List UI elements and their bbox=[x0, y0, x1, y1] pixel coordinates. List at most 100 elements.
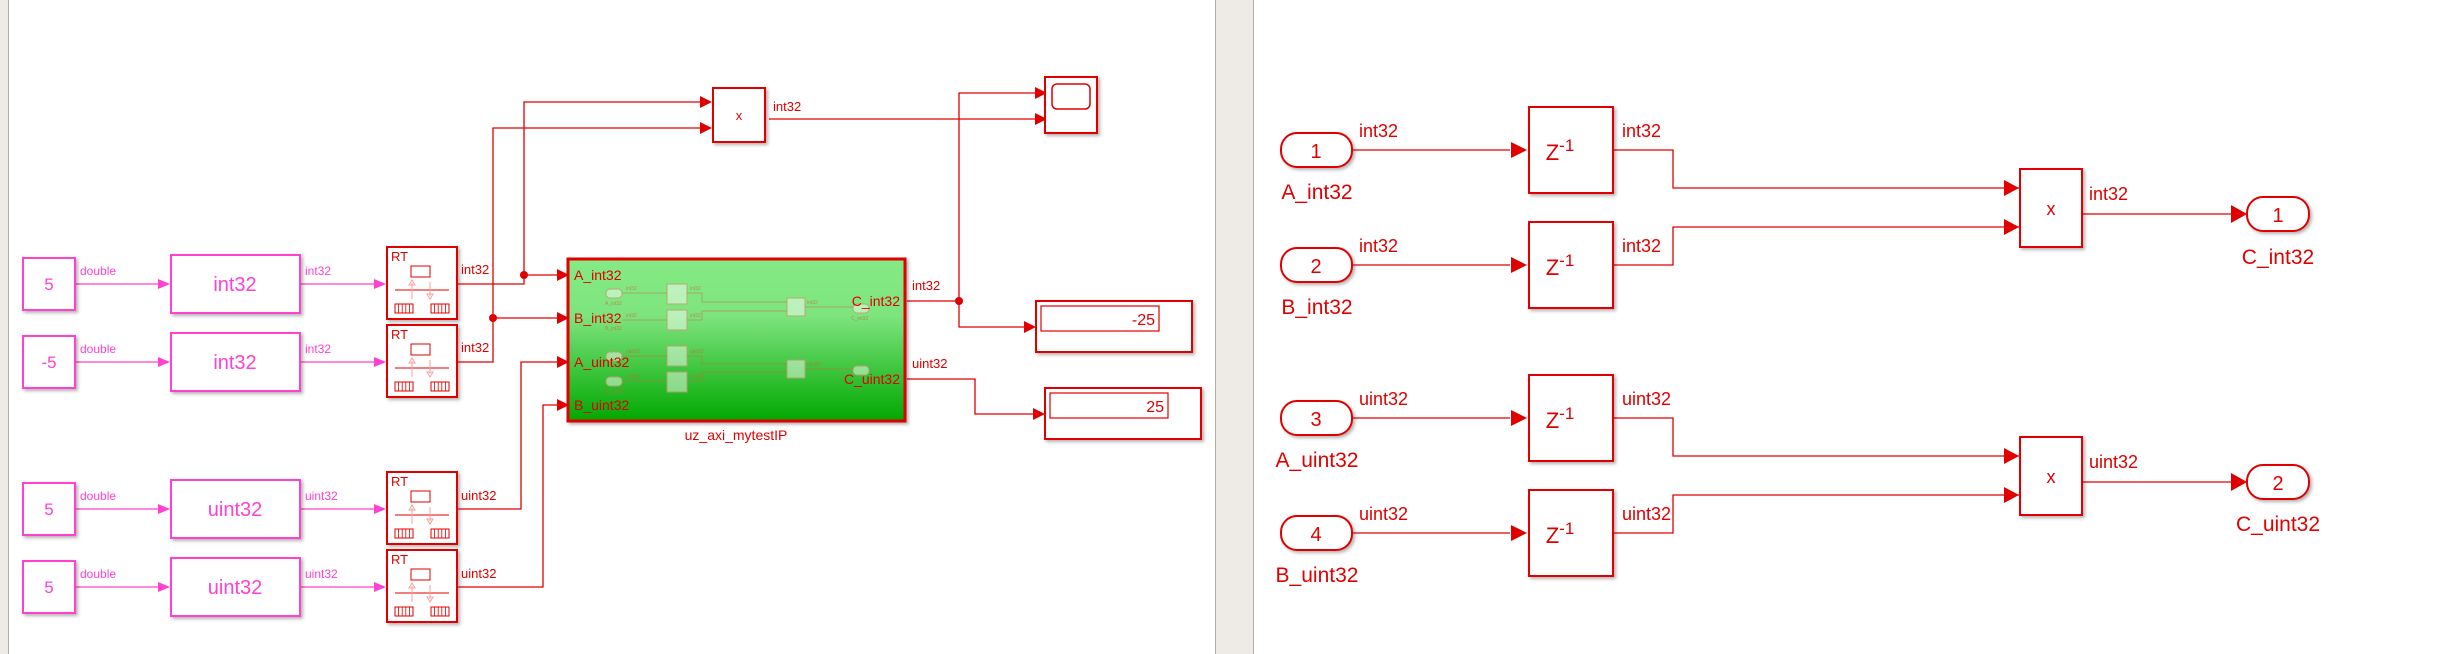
converter-label: uint32 bbox=[208, 499, 263, 521]
signal-type-label: uint32 bbox=[912, 356, 947, 371]
port-name: A_uint32 bbox=[1276, 449, 1359, 472]
rate-transition-icon bbox=[394, 343, 450, 392]
outport-block[interactable]: 1 bbox=[2246, 196, 2310, 232]
subsystem-block[interactable]: int32 int32 uint32 uint32 int32 int32 ui… bbox=[566, 257, 907, 423]
signal-type-label: int32 bbox=[1359, 236, 1398, 256]
signal-type-label: int32 bbox=[461, 262, 489, 277]
signal-line[interactable] bbox=[1613, 226, 2062, 266]
preview-type-label: uint32 bbox=[626, 374, 640, 380]
signal-line[interactable] bbox=[457, 361, 562, 510]
branch-point bbox=[520, 271, 528, 279]
signal-type-label: uint32 bbox=[1622, 504, 1671, 524]
data-type-conversion-block[interactable]: int32 bbox=[170, 254, 301, 314]
delay-label: Z-1 bbox=[1546, 136, 1575, 165]
delay-label: Z-1 bbox=[1546, 251, 1575, 280]
rate-transition-block[interactable]: RT bbox=[386, 549, 458, 623]
arrowhead bbox=[374, 357, 386, 367]
inport-block[interactable]: 2 bbox=[1280, 247, 1353, 283]
subsystem-input-label: B_int32 bbox=[574, 310, 622, 326]
product-block[interactable]: x bbox=[2019, 436, 2083, 516]
signal-line[interactable] bbox=[492, 127, 706, 318]
constant-value: 5 bbox=[44, 275, 53, 294]
preview-port-label: B_int32 bbox=[605, 326, 622, 332]
right-model: 1 A_int32 int32 2 B_int32 int32 3 A_uint… bbox=[1276, 106, 2320, 587]
signal-line[interactable] bbox=[907, 378, 1039, 415]
port-name: C_uint32 bbox=[2236, 513, 2320, 536]
product-block[interactable]: x bbox=[2019, 168, 2083, 248]
arrowhead bbox=[557, 269, 569, 281]
constant-block[interactable]: 5 bbox=[22, 257, 76, 311]
signal-line[interactable] bbox=[1613, 494, 2062, 534]
product-symbol: x bbox=[2047, 199, 2056, 219]
subsystem-input-label: A_int32 bbox=[574, 267, 622, 283]
preview-type-label: int32 bbox=[807, 300, 818, 306]
constant-value: 5 bbox=[44, 578, 53, 597]
panel-splitter[interactable] bbox=[1215, 0, 1254, 654]
data-type-conversion-block[interactable]: uint32 bbox=[170, 479, 301, 539]
display-block[interactable]: -25 bbox=[1035, 300, 1193, 353]
converter-label: int32 bbox=[213, 274, 256, 296]
unit-delay-block[interactable]: Z-1 bbox=[1528, 374, 1614, 462]
subsystem-input-label: B_uint32 bbox=[574, 397, 629, 413]
rate-transition-block[interactable]: RT bbox=[386, 324, 458, 398]
outport-block[interactable]: 2 bbox=[2246, 464, 2310, 500]
constant-block[interactable]: -5 bbox=[22, 335, 76, 389]
rt-label: RT bbox=[391, 474, 408, 489]
arrowhead bbox=[1511, 142, 1527, 158]
arrowhead bbox=[700, 96, 712, 108]
arrowhead bbox=[374, 279, 386, 289]
constant-block[interactable]: 5 bbox=[22, 482, 76, 536]
signal-line[interactable] bbox=[958, 92, 1041, 301]
arrowhead bbox=[557, 312, 569, 324]
inport-block[interactable]: 4 bbox=[1280, 515, 1353, 551]
signal-line[interactable] bbox=[523, 101, 706, 275]
arrowhead bbox=[1035, 113, 1047, 125]
signal-type-label: int32 bbox=[773, 99, 801, 114]
rate-transition-block[interactable]: RT bbox=[386, 471, 458, 545]
arrowhead bbox=[2004, 219, 2019, 235]
signal-type-label: uint32 bbox=[2089, 452, 2138, 472]
signal-type-label: uint32 bbox=[305, 567, 338, 581]
arrowhead bbox=[1035, 87, 1047, 99]
rt-label: RT bbox=[391, 327, 408, 342]
signal-line[interactable] bbox=[1613, 149, 2062, 189]
signal-type-label: double bbox=[80, 567, 116, 581]
product-block[interactable]: x bbox=[712, 87, 766, 143]
constant-block[interactable]: 5 bbox=[22, 560, 76, 614]
preview-type-label: int32 bbox=[690, 286, 701, 292]
signal-line[interactable] bbox=[457, 318, 494, 363]
signal-type-label: double bbox=[80, 264, 116, 278]
unit-delay-block[interactable]: Z-1 bbox=[1528, 489, 1614, 577]
signal-type-label: int32 bbox=[2089, 184, 2128, 204]
arrowhead bbox=[1511, 525, 1527, 541]
unit-delay-block[interactable]: Z-1 bbox=[1528, 221, 1614, 309]
constant-value: -5 bbox=[41, 353, 56, 372]
source-wires bbox=[76, 279, 386, 592]
signal-type-label: int32 bbox=[912, 278, 940, 293]
signal-type-label: int32 bbox=[461, 340, 489, 355]
signal-line[interactable] bbox=[958, 301, 1030, 328]
signal-type-label: double bbox=[80, 489, 116, 503]
subsystem-name[interactable]: uz_axi_mytestIP bbox=[685, 427, 788, 443]
arrowhead bbox=[1024, 321, 1036, 333]
scope-block[interactable] bbox=[1044, 76, 1098, 134]
right-wires bbox=[1353, 142, 2247, 541]
rate-transition-block[interactable]: RT bbox=[386, 246, 458, 320]
data-type-conversion-block[interactable]: uint32 bbox=[170, 557, 301, 617]
preview-type-label: uint32 bbox=[690, 349, 704, 355]
signal-line[interactable] bbox=[1613, 417, 2062, 457]
data-type-conversion-block[interactable]: int32 bbox=[170, 332, 301, 392]
signal-type-label: int32 bbox=[305, 342, 331, 356]
subsystem-output-label: C_uint32 bbox=[844, 371, 900, 387]
inport-block[interactable]: 1 bbox=[1280, 132, 1353, 168]
left-panel-strip bbox=[0, 0, 9, 654]
inport-block[interactable]: 3 bbox=[1280, 400, 1353, 436]
signal-line[interactable] bbox=[457, 404, 562, 588]
arrowhead bbox=[2004, 448, 2019, 464]
arrowhead bbox=[1033, 408, 1045, 420]
display-value: 25 bbox=[1146, 399, 1164, 416]
unit-delay-block[interactable]: Z-1 bbox=[1528, 106, 1614, 194]
signal-type-label: uint32 bbox=[305, 489, 338, 503]
display-block[interactable]: 25 bbox=[1044, 387, 1202, 440]
